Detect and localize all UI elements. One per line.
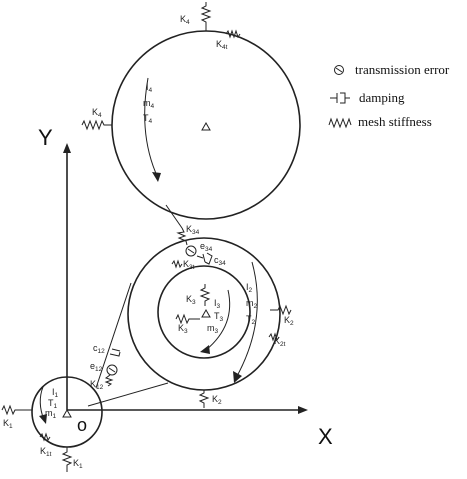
mesh-stiffness-icon xyxy=(328,117,352,129)
gear-4-circle xyxy=(111,30,301,220)
c34-damper-icon xyxy=(202,252,213,265)
e34-label: e34 xyxy=(200,241,213,253)
k1t-label: K1t xyxy=(40,446,52,458)
m3-label: m3 xyxy=(207,323,219,335)
transmission-error-icon xyxy=(334,65,344,75)
gear-1-arrow-head-icon xyxy=(39,414,47,424)
gear-3: K3 K3 I3 T3 m3 xyxy=(157,265,251,359)
k1-left-label: K1 xyxy=(3,418,13,430)
k3t-spring-icon xyxy=(171,259,183,269)
k1t-spring-icon xyxy=(39,432,51,442)
gear-2-arrow-head-icon xyxy=(233,371,242,383)
e34-transmission-error-icon xyxy=(185,245,197,257)
k2t-spring-icon xyxy=(268,332,280,342)
origin-label: o xyxy=(77,415,87,435)
t4-label: T4 xyxy=(143,113,153,125)
c34-label: c34 xyxy=(214,255,226,267)
x-axis-arrow-icon xyxy=(298,406,308,414)
k2-bottom-spring-icon xyxy=(198,390,210,408)
y-axis-arrow-icon xyxy=(63,143,71,153)
t2-label: T2 xyxy=(246,314,256,326)
k3-top-spring-icon xyxy=(199,284,211,306)
coordinate-axes: Y X o xyxy=(38,125,333,449)
t1-label: T1 xyxy=(48,398,58,410)
gear-2-rotation-arrow xyxy=(235,261,258,379)
gear-4-arrow-head-icon xyxy=(152,172,161,182)
e12-transmission-error-icon xyxy=(106,364,118,376)
k34-spring-icon xyxy=(176,227,188,246)
gear-3-arrow-head-icon xyxy=(200,345,210,354)
m4-label: m4 xyxy=(143,98,155,110)
i4-label: I4 xyxy=(146,82,153,94)
legend-mesh-stiffness: mesh stiffness xyxy=(358,114,432,129)
damping-icon xyxy=(330,92,350,104)
gear-4-pivot-icon xyxy=(201,121,211,131)
k1-left-spring-icon xyxy=(1,404,32,416)
gear-4: K4 K4t K4 I4 m4 T4 xyxy=(81,2,301,220)
gear-3-circle xyxy=(157,265,251,359)
mesh-34-line xyxy=(165,204,183,229)
gear-1: I1 T1 m1 K1 K1t K1 xyxy=(1,376,103,472)
mesh-3-4: K34 e34 c34 K3t xyxy=(165,204,226,271)
mesh-1-2: c12 e12 K12 xyxy=(87,282,169,407)
k3-left-label: K3 xyxy=(178,323,188,335)
i3-label: I3 xyxy=(214,298,221,310)
y-axis-label: Y xyxy=(38,125,53,150)
c12-label: c12 xyxy=(93,343,105,355)
i2-label: I2 xyxy=(246,282,253,294)
x-axis-label: X xyxy=(318,424,333,449)
k12-label: K12 xyxy=(90,379,104,391)
gear-4-rotation-arrow xyxy=(144,77,159,179)
k1-bottom-spring-icon xyxy=(61,447,73,472)
k4-top-spring-icon xyxy=(200,2,212,31)
k4-top-label: K4 xyxy=(180,14,190,26)
legend: transmission error damping mesh stiffnes… xyxy=(328,62,450,129)
k2-bottom-label: K2 xyxy=(212,394,222,406)
gear-1-pivot-icon xyxy=(62,408,72,418)
k2-right-label: K2 xyxy=(284,315,294,327)
k1-bottom-label: K1 xyxy=(73,458,83,470)
k4t-label: K4t xyxy=(216,39,228,51)
k4t-spring-icon xyxy=(225,29,241,39)
gear-3-pivot-icon xyxy=(201,308,211,318)
c12-damper-icon xyxy=(109,348,121,357)
k12-spring-icon xyxy=(104,374,114,387)
e12-label: e12 xyxy=(90,361,103,373)
mesh-12-upper-line xyxy=(95,282,132,389)
gear-3-rotation-arrow xyxy=(205,289,231,351)
k34-label: K34 xyxy=(186,224,200,236)
k2t-label: K2t xyxy=(274,336,286,348)
k2-right-spring-icon xyxy=(270,304,292,316)
k3-left-spring-icon xyxy=(175,313,200,325)
k3-top-label: K3 xyxy=(186,294,196,306)
i1-label: I1 xyxy=(52,387,59,399)
k4-left-spring-icon xyxy=(81,119,112,131)
legend-damping: damping xyxy=(359,90,405,105)
m1-label: m1 xyxy=(45,408,57,420)
legend-transmission-error: transmission error xyxy=(355,62,450,77)
k4-left-label: K4 xyxy=(92,107,102,119)
t3-label: T3 xyxy=(214,311,224,323)
